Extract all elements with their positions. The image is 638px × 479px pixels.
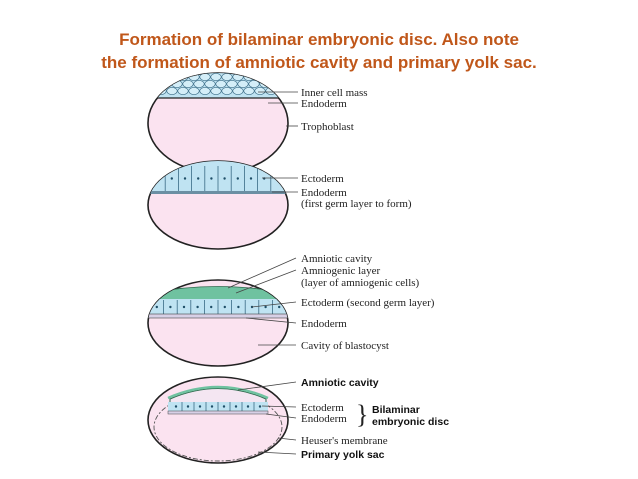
inner-cell: [210, 73, 222, 81]
label-bilaminar: Bilaminar: [372, 404, 420, 416]
label-inner-cell-mass: Inner cell mass: [301, 87, 368, 99]
ectoderm-endoderm-layers: [148, 286, 288, 319]
brace: }: [356, 400, 368, 429]
inner-cell: [276, 87, 288, 95]
inner-cell: [259, 80, 271, 88]
cell-nucleus: [223, 305, 226, 309]
cell-nucleus: [183, 177, 187, 180]
label-embryonic-disc: embryonic disc: [372, 416, 449, 428]
label-first-germ-layer: (first germ layer to form): [301, 198, 412, 210]
inner-cell: [199, 87, 211, 95]
cell-nucleus: [246, 405, 250, 408]
stage-3-blastocyst: Amniotic cavity Amniogenic layer (layer …: [147, 253, 435, 367]
bilaminar-disc: [167, 385, 269, 415]
inner-cell: [248, 80, 260, 88]
cell-nucleus: [210, 405, 214, 408]
inner-cell: [215, 80, 227, 88]
cell-nucleus: [210, 177, 213, 180]
cell-nucleus: [264, 305, 267, 309]
leader-line: [257, 451, 297, 455]
inner-cell: [193, 80, 205, 88]
inner-cell: [204, 80, 216, 88]
label-cavity-of-blastocyst: Cavity of blastocyst: [301, 340, 389, 352]
inner-cell: [210, 87, 222, 95]
cell-nucleus: [182, 305, 186, 309]
cell-nucleus: [196, 305, 199, 309]
inner-cell: [254, 87, 266, 95]
label-amniogenic-layer: Amniogenic layer: [301, 265, 380, 277]
leader-line: [227, 257, 297, 289]
cell-nucleus: [258, 405, 262, 408]
leader-line: [245, 317, 297, 324]
page-title-line-1: Formation of bilaminar embryonic disc. A…: [119, 30, 519, 49]
label-amniogenic-cells: (layer of amniogenic cells): [301, 277, 420, 289]
cell-nucleus: [234, 405, 238, 408]
leader-line: [277, 437, 297, 441]
label-trophoblast: Trophoblast: [301, 121, 354, 133]
label-endoderm: Endoderm: [301, 98, 347, 110]
cell-nucleus: [170, 177, 173, 180]
cell-nucleus: [198, 405, 202, 408]
inner-cell: [243, 87, 255, 95]
label-ectoderm: Ectoderm: [301, 402, 344, 414]
stage-1-blastocyst: Inner cell mass Endoderm Trophoblast: [147, 72, 368, 174]
inner-cell: [149, 80, 161, 88]
label-amniotic-cavity: Amniotic cavity: [301, 253, 373, 265]
label-endoderm: Endoderm: [301, 413, 347, 425]
inner-cell: [221, 73, 233, 81]
cell-nucleus: [222, 405, 226, 408]
leader-line: [261, 405, 297, 408]
inner-cell: [237, 80, 249, 88]
inner-cell: [166, 87, 178, 95]
ectoderm-layer: [148, 161, 288, 194]
cell-nucleus: [186, 405, 190, 408]
page-title-line-2: the formation of amniotic cavity and pri…: [101, 53, 537, 72]
stage-2-blastocyst: Ectoderm Endoderm (first germ layer to f…: [147, 160, 412, 250]
cell-nucleus: [278, 305, 281, 309]
inner-cell: [148, 87, 156, 95]
inner-cell: [265, 73, 277, 81]
leader-line: [251, 301, 297, 308]
cell-nucleus: [249, 177, 253, 180]
cell-nucleus: [237, 305, 240, 309]
inner-cell: [232, 87, 244, 95]
inner-cell: [177, 87, 189, 95]
inner-cell: [166, 73, 178, 81]
cell-nucleus: [210, 305, 213, 309]
inner-cell: [148, 73, 156, 81]
leader-line: [265, 413, 297, 419]
cell-nucleus: [169, 305, 172, 309]
cell-nucleus: [155, 305, 158, 309]
label-endoderm: Endoderm: [301, 318, 347, 330]
cell-nucleus: [236, 177, 239, 180]
cell-nucleus: [197, 177, 200, 180]
leader-line: [237, 381, 297, 391]
label-heusers-membrane: Heuser's membrane: [301, 435, 388, 447]
cell-nucleus: [174, 405, 178, 408]
inner-cell: [226, 80, 238, 88]
inner-cell: [254, 73, 266, 81]
inner-cell: [276, 73, 288, 81]
inner-cell: [221, 87, 233, 95]
inner-cell: [182, 80, 194, 88]
label-ectoderm-second: Ectoderm (second germ layer): [301, 297, 435, 309]
inner-cell: [281, 80, 288, 88]
inner-cell: [270, 80, 282, 88]
leader-line: [235, 269, 297, 294]
cell-nucleus: [157, 177, 160, 180]
label-endoderm: Endoderm: [301, 187, 347, 199]
cell-nucleus: [223, 177, 226, 180]
inner-cell: [155, 73, 167, 81]
inner-cell: [188, 87, 200, 95]
stage-4-blastocyst: Amniotic cavity Ectoderm Endoderm } Bila…: [147, 376, 449, 464]
label-ectoderm: Ectoderm: [301, 173, 344, 185]
label-amniotic-cavity: Amniotic cavity: [301, 377, 379, 389]
inner-cell: [199, 73, 211, 81]
label-primary-yolk-sac: Primary yolk sac: [301, 449, 385, 461]
